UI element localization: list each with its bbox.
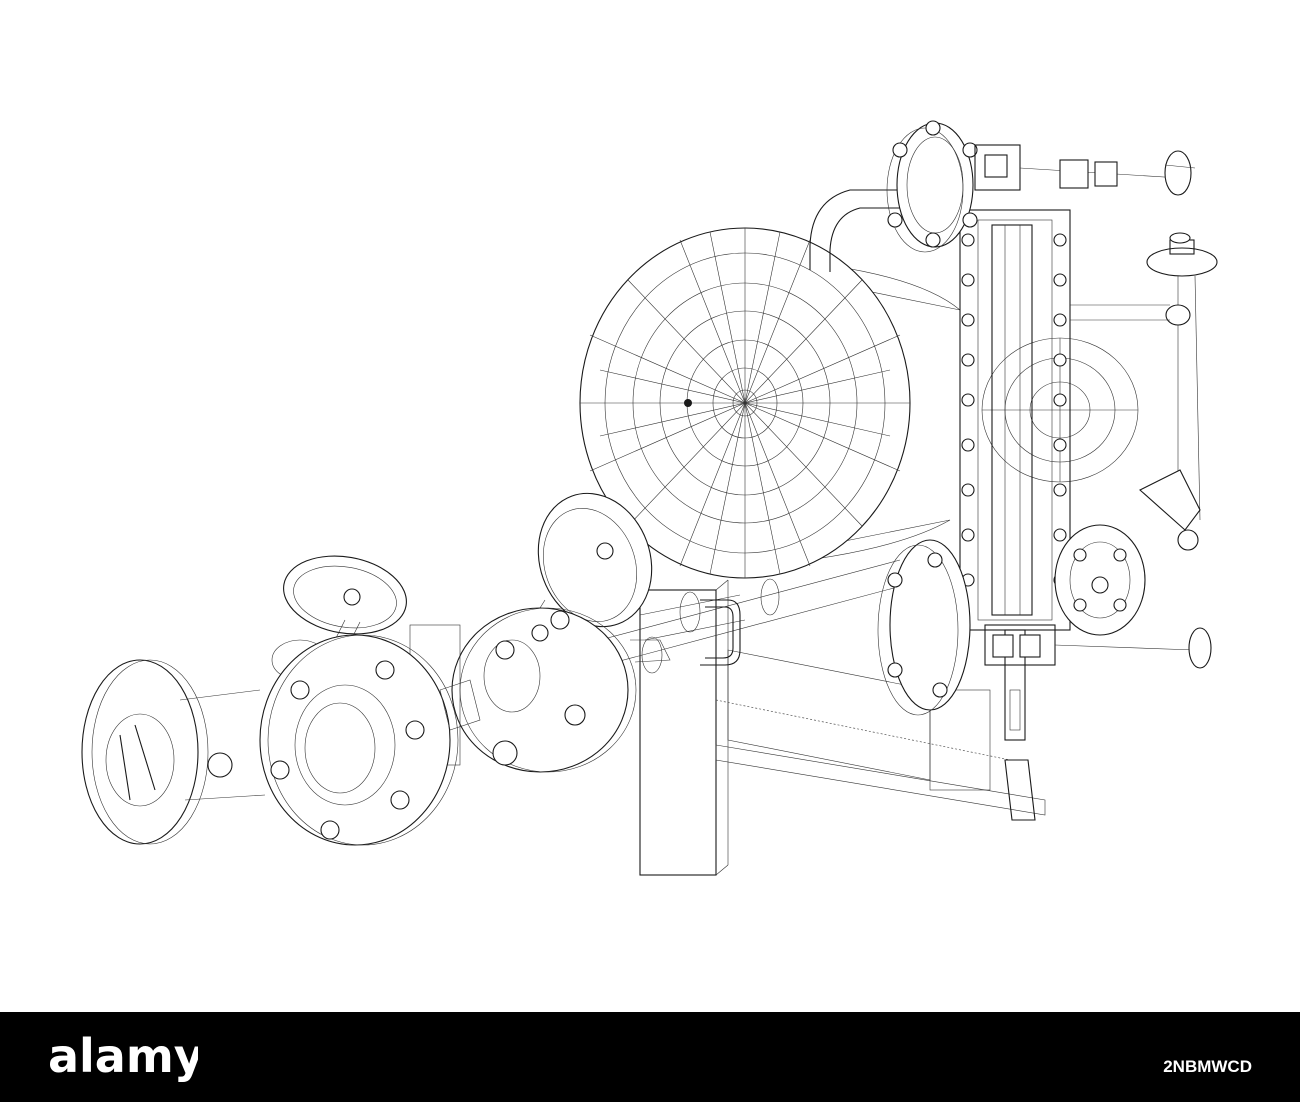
end-flange [81,659,266,845]
stock-footer: alamy 2NBMWCD [0,1012,1300,1102]
gauge-column [959,209,1071,821]
image-id: 2NBMWCD [1163,1057,1252,1076]
main-pipe [599,559,906,666]
support-frame [639,579,1046,876]
pipe-assembly-drawing [81,120,1218,876]
dome-vessel [579,227,961,579]
bottom-flange [877,524,1212,716]
logo-text: alamy [48,1029,198,1083]
side-valve [1070,232,1218,551]
globe-valve [259,555,481,846]
gate-valve [451,492,671,773]
alamy-logo: alamy [48,1029,198,1083]
wireframe-illustration [81,120,1218,876]
top-flange [809,120,1196,272]
